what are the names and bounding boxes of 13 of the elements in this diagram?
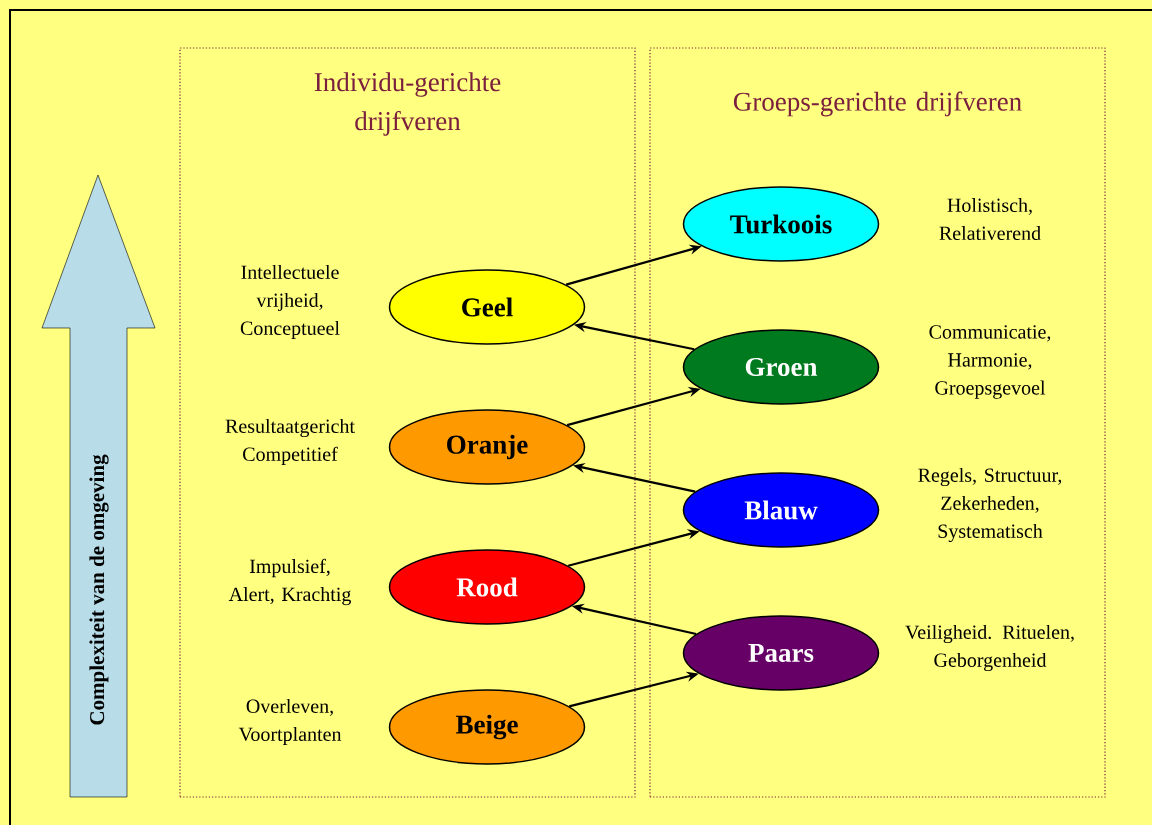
description: Veiligheid. Rituelen, Geborgenheid bbox=[905, 624, 1074, 672]
panel bbox=[649, 47, 1106, 798]
panel-heading: Groeps-gerichte drijfveren bbox=[733, 91, 1022, 117]
description: Holistisch, Relativerend bbox=[939, 197, 1041, 241]
panel-heading: Individu-gerichte drijfveren bbox=[314, 72, 501, 136]
description: Resultaatgericht Competitief bbox=[225, 418, 355, 466]
axis-label: Complexiteit van de omgeving bbox=[89, 454, 109, 725]
panel bbox=[179, 47, 636, 798]
description: Regels, Structuur, Zekerheden, Systematisch bbox=[918, 467, 1062, 543]
description: Impulsief, Alert, Krachtig bbox=[228, 558, 351, 606]
description: Communicatie, Harmonie, Groepsgevoel bbox=[929, 325, 1051, 399]
description: Overleven, Voortplanten bbox=[238, 698, 342, 746]
description: Intellectuele vrijheid, Conceptueel bbox=[240, 264, 340, 340]
